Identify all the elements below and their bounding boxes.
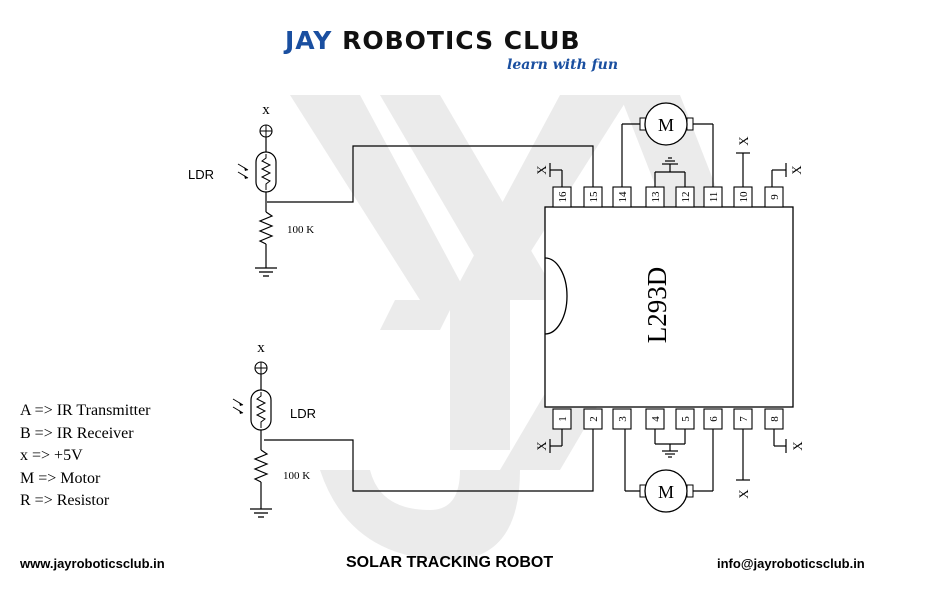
legend-item-b: B => IR Receiver <box>20 424 134 442</box>
pin9-vcc: X <box>771 163 804 187</box>
pin10-x: X <box>736 136 751 146</box>
top-pin-row: 16 15 14 13 12 11 10 9 <box>552 186 784 208</box>
legend-item-m: M => Motor <box>20 469 101 487</box>
pin-top-15: 15 <box>583 186 603 208</box>
pin-top-label-16: 16 <box>557 191 569 203</box>
pin-bottom-label-6: 6 <box>708 416 720 422</box>
pin-bottom-label-4: 4 <box>650 416 662 422</box>
motor-top-label: M <box>658 115 674 135</box>
pin-top-12: 12 <box>675 186 695 208</box>
motor-bottom: M <box>624 429 714 513</box>
pin16-x: X <box>534 165 549 175</box>
pin-top-13: 13 <box>645 186 665 208</box>
motor-top: M <box>621 102 714 187</box>
brand-jay: JAY <box>285 26 333 55</box>
wire-pin15-ldr1 <box>267 145 594 203</box>
ldr2-label: LDR <box>290 406 316 421</box>
ldr-branch-2: x LDR 100 K <box>232 340 316 518</box>
pin8-x: X <box>790 441 805 451</box>
top-ground-tie <box>654 157 686 187</box>
pin-top-label-10: 10 <box>738 191 750 203</box>
pin-bottom-7: 7 <box>733 408 753 430</box>
bottom-pin-row: 1 2 3 4 5 6 7 8 <box>552 408 784 430</box>
motor-bottom-label: M <box>658 482 674 502</box>
legend-item-x: x => +5V <box>20 447 83 464</box>
wire-pin2-ldr2 <box>264 429 594 492</box>
pin-bottom-label-3: 3 <box>617 416 629 422</box>
pin-top-label-12: 12 <box>680 192 692 203</box>
pin-bottom-4: 4 <box>645 408 665 430</box>
pin1-vcc: X <box>534 429 563 453</box>
pin7-x: X <box>736 489 751 499</box>
brand-rest: ROBOTICS CLUB <box>342 26 581 55</box>
brand-title: JAY ROBOTICS CLUB <box>285 26 581 55</box>
pin-bottom-label-8: 8 <box>769 416 781 422</box>
footer-email: info@jayroboticsclub.in <box>717 556 865 571</box>
pin-top-label-14: 14 <box>617 191 629 203</box>
chip-label: L293D <box>642 267 672 344</box>
resistor2-label: 100 K <box>283 470 310 482</box>
pin1-x: X <box>534 441 549 451</box>
pin-top-label-13: 13 <box>650 191 662 203</box>
pin-bottom-label-2: 2 <box>588 416 600 422</box>
pin7-vcc: X <box>736 429 751 499</box>
pin-top-label-15: 15 <box>588 191 600 203</box>
pin-top-10: 10 <box>733 186 753 208</box>
brand-tagline: learn with fun <box>507 57 618 73</box>
pin-top-16: 16 <box>552 186 572 208</box>
pin-top-label-11: 11 <box>708 192 720 203</box>
ldr1-label: LDR <box>188 167 214 182</box>
pin-top-label-9: 9 <box>769 194 781 200</box>
legend-item-a: A => IR Transmitter <box>20 402 151 419</box>
pin8-vcc: X <box>773 429 805 453</box>
ground2-icon <box>249 508 273 518</box>
pin16-vcc: X <box>534 163 563 187</box>
pin-bottom-1: 1 <box>552 408 572 430</box>
footer-title: SOLAR TRACKING ROBOT <box>346 554 554 571</box>
pin-bottom-label-7: 7 <box>738 416 750 422</box>
pin-bottom-3: 3 <box>612 408 632 430</box>
pin-top-14: 14 <box>612 186 632 208</box>
ldr2-vcc-x: x <box>257 340 265 356</box>
footer-website: www.jayroboticsclub.in <box>20 556 165 571</box>
pin-bottom-2: 2 <box>583 408 603 430</box>
pin-top-11: 11 <box>703 186 723 208</box>
pin-bottom-label-5: 5 <box>680 416 692 422</box>
pin-bottom-5: 5 <box>675 408 695 430</box>
pin-bottom-label-1: 1 <box>557 416 569 422</box>
ldr1-vcc-x: x <box>262 102 270 118</box>
resistor1-label: 100 K <box>287 224 314 236</box>
ground1-icon <box>254 267 278 277</box>
pin10-vcc: X <box>736 136 751 187</box>
legend: A => IR Transmitter B => IR Receiver x =… <box>20 400 151 513</box>
pin-bottom-6: 6 <box>703 408 723 430</box>
ldr-branch-1: x LDR 100 K <box>188 102 314 277</box>
bottom-ground-tie <box>654 429 686 458</box>
l293d-chip: L293D <box>544 206 794 408</box>
pin9-x: X <box>789 165 804 175</box>
pin-bottom-8: 8 <box>764 408 784 430</box>
pin-top-9: 9 <box>764 186 784 208</box>
legend-item-r: R => Resistor <box>20 492 110 509</box>
